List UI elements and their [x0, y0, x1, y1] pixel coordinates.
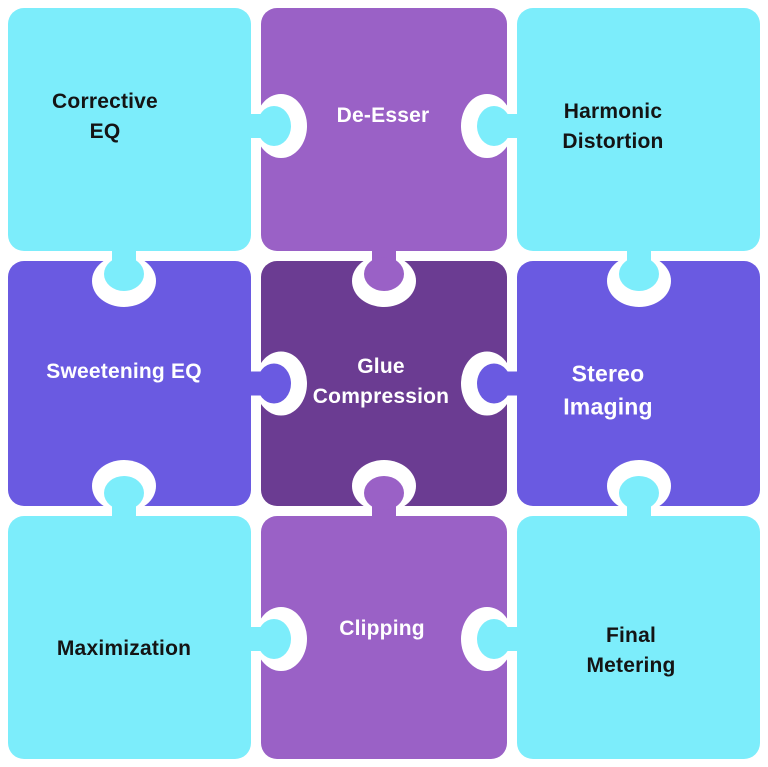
- piece-final-metering: [517, 516, 760, 759]
- piece-clipping: [261, 516, 507, 759]
- tab-bulb-corrective-eq-right: [257, 106, 291, 146]
- label-line: Distortion: [562, 130, 664, 153]
- label-line: Stereo: [571, 360, 645, 387]
- label-line: Corrective: [52, 90, 158, 114]
- piece-label-glue-compression: Glue Compression: [313, 352, 449, 412]
- label-line: Compression: [312, 385, 450, 408]
- tab-bulb-maximization-top: [104, 476, 144, 510]
- label-line: Imaging: [563, 393, 653, 419]
- piece-de-esser: [261, 8, 507, 251]
- piece-label-harmonic-distortion: Harmonic Distortion: [562, 97, 663, 157]
- tab-bulb-maximization-right: [257, 619, 291, 659]
- tab-bulb-stereo-imaging-left: [477, 363, 511, 404]
- piece-harmonic-distortion: [517, 8, 760, 251]
- label-line: Glue: [357, 355, 405, 379]
- tab-bulb-harmonic-distortion-left: [477, 106, 511, 146]
- tab-bulb-final-metering-left: [477, 619, 511, 659]
- label-line: Maximization: [56, 637, 192, 661]
- piece-label-maximization: Maximization: [57, 634, 191, 664]
- tab-bulb-clipping-top: [364, 476, 404, 510]
- label-line: Clipping: [339, 617, 425, 641]
- tab-bulb-corrective-eq-bottom: [104, 257, 144, 291]
- label-line: EQ: [89, 120, 121, 143]
- piece-label-sweetening-eq: Sweetening EQ: [46, 357, 201, 387]
- label-line: Sweetening EQ: [46, 360, 202, 384]
- label-line: Metering: [586, 654, 676, 677]
- label-line: Final: [605, 624, 657, 648]
- piece-maximization: [8, 516, 251, 759]
- piece-label-corrective-eq: Corrective EQ: [52, 87, 158, 147]
- label-line: Harmonic: [563, 100, 663, 124]
- piece-corrective-eq: [8, 8, 251, 251]
- piece-label-final-metering: Final Metering: [586, 621, 675, 681]
- label-line: De-Esser: [336, 104, 430, 128]
- tab-bulb-de-esser-bottom: [364, 257, 404, 291]
- piece-label-clipping: Clipping: [339, 614, 425, 644]
- piece-label-de-esser: De-Esser: [337, 101, 430, 131]
- piece-label-stereo-imaging: Stereo Imaging: [563, 357, 653, 422]
- tab-bulb-final-metering-top: [619, 476, 659, 510]
- piece-sweetening-eq: [8, 261, 251, 506]
- tab-bulb-sweetening-eq-right: [257, 363, 291, 404]
- piece-stereo-imaging: [517, 261, 760, 506]
- piece-glue-compression: [261, 261, 507, 506]
- tab-bulb-harmonic-distortion-bottom: [619, 257, 659, 291]
